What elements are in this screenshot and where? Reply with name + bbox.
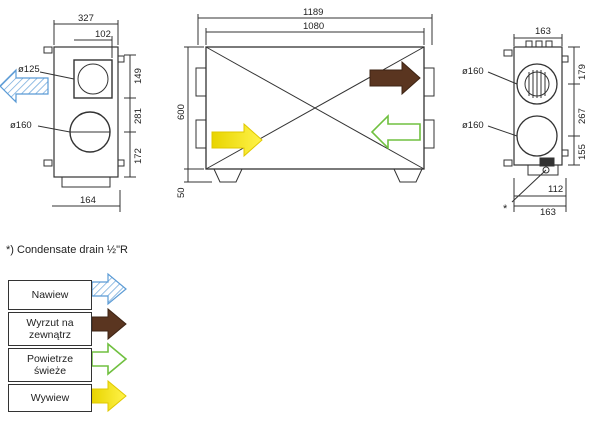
dim-right-179: 179 (577, 64, 588, 80)
legend-item-powietrze: Powietrze świeże (8, 348, 92, 382)
dim-left-149: 149 (133, 68, 144, 84)
legend-label: Wyrzut na zewnątrz (26, 317, 74, 341)
extract-arrow-yellow (211, 122, 263, 158)
legend-arrow-powietrze (91, 342, 128, 376)
legend-item-nawiew: Nawiew (8, 280, 92, 310)
dim-right-155: 155 (577, 144, 588, 160)
condensate-note: *) Condensate drain ½"R (6, 244, 128, 256)
top-plan-view (184, 14, 435, 183)
dim-right-d160-top: ø160 (462, 66, 484, 77)
legend-label: Powietrze świeże (26, 353, 74, 377)
legend-arrow-wywiew (91, 379, 127, 413)
dim-right-d160-bottom: ø160 (462, 120, 484, 131)
legend-arrow-wyrzut (91, 307, 127, 341)
dim-mid-1080: 1080 (303, 21, 324, 32)
dim-left-281: 281 (133, 108, 144, 124)
dim-left-102: 102 (95, 29, 111, 40)
legend-label: Wywiew (30, 392, 70, 404)
dim-mid-50: 50 (176, 187, 187, 198)
left-side-view (37, 20, 136, 212)
dim-mid-600: 600 (176, 104, 187, 120)
dim-right-112: 112 (548, 184, 563, 195)
dim-right-163-top: 163 (535, 26, 551, 37)
exhaust-arrow-brown (369, 60, 421, 96)
fresh-air-arrow-green (370, 114, 421, 150)
legend-item-wywiew: Wywiew (8, 384, 92, 412)
dim-right-163-bottom: 163 (540, 207, 556, 218)
dim-left-164: 164 (80, 195, 96, 206)
legend-item-wyrzut: Wyrzut na zewnątrz (8, 312, 92, 346)
dim-right-asterisk: * (503, 203, 508, 215)
dim-mid-1189: 1189 (303, 7, 323, 18)
dim-left-327: 327 (78, 13, 94, 24)
dim-right-267: 267 (577, 108, 588, 124)
dim-left-172: 172 (133, 148, 144, 164)
legend-label: Nawiew (31, 289, 69, 301)
dim-left-d160: ø160 (10, 120, 32, 131)
supply-arrow-hatched (0, 68, 49, 104)
right-side-view (487, 34, 580, 212)
legend-arrow-nawiew (91, 272, 127, 306)
dim-left-d125: ø125 (18, 64, 40, 75)
